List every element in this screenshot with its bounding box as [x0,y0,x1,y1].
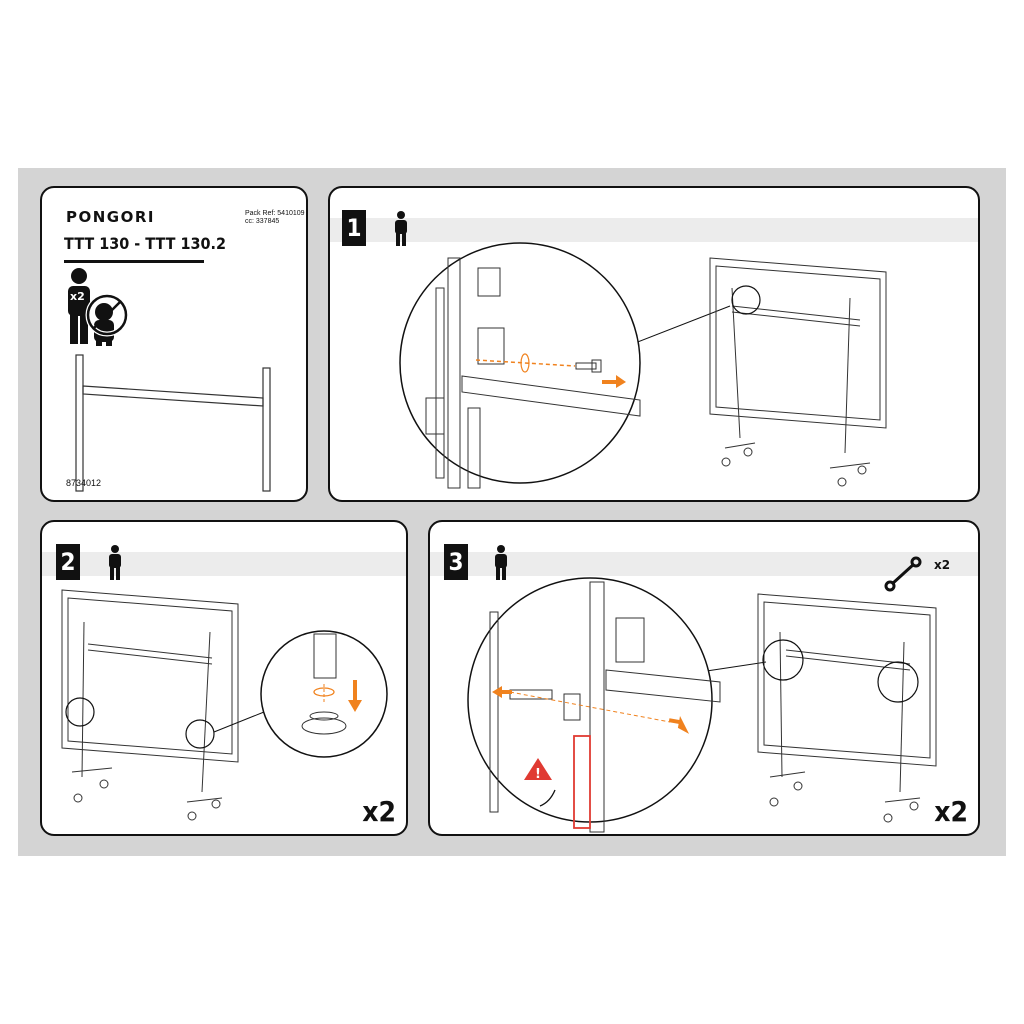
step-3-illustration: ! [467,545,937,833]
title-underline [64,260,204,263]
person-icon [109,545,121,580]
step-2-panel: 2 x2 [40,520,408,836]
arrow-icon [668,716,690,734]
step-band [430,552,978,576]
step-number: 1 [342,210,366,246]
table-drawing [757,593,937,823]
person-icon [495,545,507,580]
arrow-icon [348,680,362,712]
tool-count: x2 [934,558,951,572]
person-icon [395,211,407,246]
people-count: x2 [70,290,85,303]
part-number: 8734012 [66,478,102,488]
cover-panel: PONGORI TTT 130 - TTT 130.2 Pack Ref: 54… [40,186,308,502]
step-2-illustration [61,545,388,821]
table-drawing [61,589,239,821]
step-multiplier: x2 [362,795,396,828]
arrow-icon [492,686,512,698]
step-3-panel: 3 ! x2 x2 [428,520,980,836]
cc-code: cc: 337845 [245,218,280,225]
step-number: 3 [444,544,468,580]
step-number: 2 [56,544,80,580]
rotate-icon [520,353,530,373]
leg-frame-part [75,354,271,492]
model-title: TTT 130 - TTT 130.2 [64,234,226,253]
svg-text:!: ! [535,767,541,782]
arrow-icon [602,375,626,388]
warning-icon: ! [524,758,552,782]
step-1-panel: 1 [328,186,980,502]
no-child-icon [85,293,129,346]
wrench-icon [884,556,922,592]
table-drawing [709,257,887,487]
step-band [330,218,978,242]
step-band [42,552,406,576]
pack-ref: Pack Ref: 5410109 [245,210,305,217]
adult-person-icon [68,268,90,344]
step-multiplier: x2 [934,795,968,828]
brand-logo: PONGORI [66,208,155,226]
step-1-illustration [395,211,887,489]
cover-illustration [68,268,271,492]
